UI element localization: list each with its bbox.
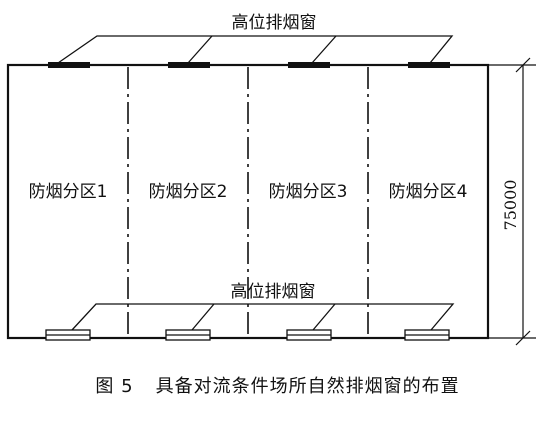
top-smoke-window-1 <box>48 62 90 68</box>
bottom-window-leaders <box>71 303 455 331</box>
zone-label-2: 防烟分区2 <box>149 182 228 202</box>
zone-label-1: 防烟分区1 <box>29 182 108 202</box>
top-smoke-window-4 <box>408 62 450 68</box>
top-smoke-window-3 <box>288 62 330 68</box>
top-window-label: 高位排烟窗 <box>232 13 317 33</box>
bottom-smoke-windows <box>45 329 450 341</box>
dimension-line <box>488 57 536 346</box>
bottom-window-label: 高位排烟窗 <box>231 282 316 302</box>
figure-title: 具备对流条件场所自然排烟窗的布置 <box>155 376 460 397</box>
figure-caption: 图 5 具备对流条件场所自然排烟窗的布置 <box>0 372 555 398</box>
figure-number: 图 5 <box>95 376 134 397</box>
top-smoke-window-2 <box>168 62 210 68</box>
zone-label-3: 防烟分区3 <box>269 182 348 202</box>
zone-label-4: 防烟分区4 <box>389 182 468 202</box>
dimension-label: 75000 <box>501 180 520 231</box>
top-window-leaders <box>57 35 454 64</box>
building-outline <box>6 63 490 340</box>
